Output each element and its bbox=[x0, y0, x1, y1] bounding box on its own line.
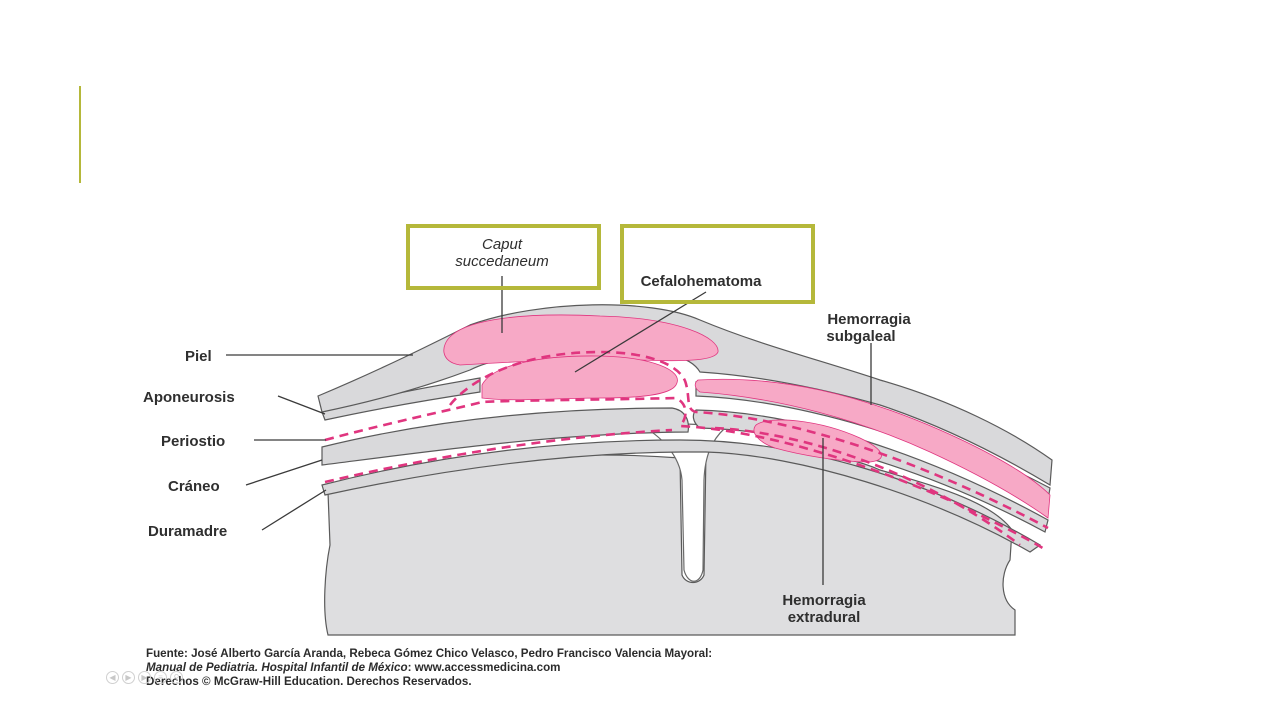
label-cefalohematoma: Cefalohematoma bbox=[641, 273, 763, 290]
label-subgaleal-line1: Hemorragia bbox=[827, 311, 911, 328]
source-line3: Derechos © McGraw-Hill Education. Derech… bbox=[146, 675, 472, 688]
label-caput-line1: Caput bbox=[482, 236, 523, 253]
prev-icon[interactable]: ◀ bbox=[106, 671, 119, 684]
label-subgaleal-line2: subgaleal bbox=[826, 328, 895, 345]
leader-aponeurosis bbox=[277, 395, 326, 415]
periosteum-dashed-upper bbox=[448, 350, 1049, 530]
menu-icon[interactable]: ≡ bbox=[154, 671, 167, 684]
label-craneo: Cráneo bbox=[168, 478, 220, 495]
label-extradural-line2: extradural bbox=[788, 609, 861, 626]
play-icon[interactable]: ▶ bbox=[122, 671, 135, 684]
label-duramadre: Duramadre bbox=[148, 523, 227, 540]
label-periostio: Periostio bbox=[161, 433, 225, 450]
caput-highlight-box bbox=[406, 224, 601, 290]
leader-craneo bbox=[245, 459, 323, 486]
skull-layer bbox=[321, 407, 690, 466]
source-caption: Fuente: José Alberto García Aranda, Rebe… bbox=[146, 647, 1006, 689]
caput-succedaneum-region bbox=[443, 314, 719, 366]
source-line2: Manual de Pediatria. Hospital Infantil d… bbox=[146, 661, 1006, 675]
brain-tissue bbox=[324, 448, 1016, 636]
slide-accent-bar bbox=[79, 86, 81, 183]
leader-cefalohematoma bbox=[574, 291, 707, 373]
next-icon[interactable]: ▶ bbox=[138, 671, 151, 684]
source-line1: Fuente: José Alberto García Aranda, Rebe… bbox=[146, 647, 713, 660]
leader-duramadre bbox=[261, 489, 327, 531]
source-line2-url: : www.accessmedicina.com bbox=[407, 661, 561, 674]
subgaleal-hemorrhage-region bbox=[694, 378, 1051, 519]
dura-dashed-line bbox=[324, 426, 1021, 547]
slide-nav-controls: ◀ ▶ ▶ ≡ ⚲ bbox=[106, 671, 183, 684]
dura-layer bbox=[321, 439, 1042, 553]
label-aponeurosis: Aponeurosis bbox=[143, 389, 235, 406]
extradural-hemorrhage-region bbox=[753, 419, 882, 463]
cefalohematoma-highlight-box bbox=[620, 224, 815, 304]
zoom-icon[interactable]: ⚲ bbox=[170, 671, 183, 684]
label-extradural-line1: Hemorragia bbox=[782, 592, 866, 609]
source-line2-book: Manual de Pediatria. Hospital Infantil d… bbox=[146, 661, 408, 674]
label-caput-line2: succedaneum bbox=[455, 253, 548, 270]
label-piel: Piel bbox=[185, 348, 212, 365]
